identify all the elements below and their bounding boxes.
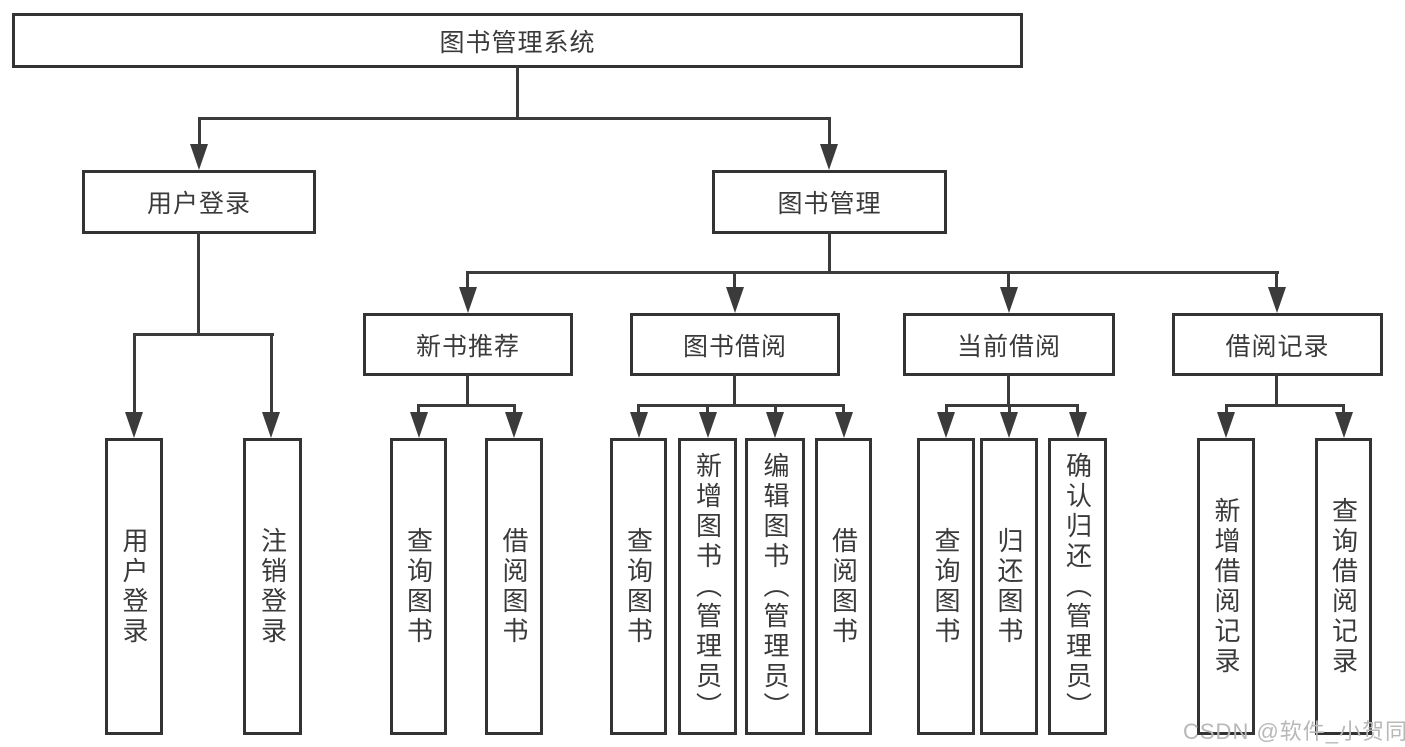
connector-line <box>637 404 640 414</box>
connector-line <box>197 232 200 336</box>
leaf-user-login: 用户登录 <box>105 438 163 735</box>
arrow-down-icon <box>262 412 280 438</box>
connector-line <box>467 271 1279 274</box>
leaf-borrow-books: 借阅图书 <box>815 438 872 735</box>
connector-line <box>637 404 845 407</box>
leaf-confirm-return-admin: 确认归还（管理员） <box>1048 438 1107 735</box>
leaf-return-book: 归还图书 <box>980 438 1038 735</box>
arrow-down-icon <box>190 144 208 170</box>
connector-line <box>417 404 516 407</box>
arrow-down-icon <box>937 412 955 438</box>
leaf-logout: 注销登录 <box>243 438 302 735</box>
arrow-down-icon <box>125 412 143 438</box>
leaf-query-books-recommend: 查询图书 <box>390 438 447 735</box>
node-user-login: 用户登录 <box>82 170 316 234</box>
arrow-down-icon <box>1335 412 1353 438</box>
node-book-borrowing: 图书借阅 <box>630 313 840 376</box>
connector-line <box>1007 374 1010 407</box>
arrow-down-icon <box>1000 287 1018 313</box>
arrow-down-icon <box>766 412 784 438</box>
connector-line <box>774 404 777 414</box>
node-borrowing-records: 借阅记录 <box>1172 313 1383 376</box>
leaf-edit-book-admin: 编辑图书（管理员） <box>745 438 805 735</box>
connector-line <box>842 404 845 414</box>
connector-line <box>1007 271 1010 290</box>
connector-line <box>706 404 709 414</box>
arrow-down-icon <box>835 412 853 438</box>
connector-line <box>1008 404 1011 414</box>
watermark: CSDN @软件_小贺同学 <box>1183 719 1405 744</box>
connector-line <box>733 374 736 407</box>
connector-line <box>1225 404 1228 414</box>
arrow-down-icon <box>820 144 838 170</box>
connector-line <box>945 404 948 414</box>
leaf-add-borrow-record: 新增借阅记录 <box>1197 438 1255 735</box>
node-book-management: 图书管理 <box>712 170 947 234</box>
arrow-down-icon <box>410 412 428 438</box>
connector-line <box>1076 404 1079 414</box>
arrow-down-icon <box>1069 412 1087 438</box>
arrow-down-icon <box>630 412 648 438</box>
connector-line <box>198 117 201 150</box>
arrow-down-icon <box>699 412 717 438</box>
connector-line <box>466 374 469 407</box>
leaf-add-book-admin: 新增图书（管理员） <box>678 438 737 735</box>
leaf-query-books-borrowing: 查询图书 <box>610 438 667 735</box>
arrow-down-icon <box>505 412 523 438</box>
connector-line <box>466 271 469 290</box>
connector-line <box>133 333 274 336</box>
connector-line <box>828 117 831 150</box>
node-library-management-system: 图书管理系统 <box>12 13 1023 68</box>
arrow-down-icon <box>1000 412 1018 438</box>
arrow-down-icon <box>726 287 744 313</box>
arrow-down-icon <box>1268 287 1286 313</box>
leaf-query-books-current: 查询图书 <box>917 438 975 735</box>
connector-line <box>828 232 831 274</box>
node-new-book-recommendation: 新书推荐 <box>363 313 573 376</box>
arrow-down-icon <box>1217 412 1235 438</box>
leaf-borrow-books-recommend: 借阅图书 <box>485 438 543 735</box>
connector-line <box>133 333 136 415</box>
connector-line <box>513 404 516 414</box>
connector-line <box>516 66 519 120</box>
connector-line <box>945 404 1079 407</box>
connector-line <box>733 271 736 290</box>
node-current-borrowing: 当前借阅 <box>903 313 1115 376</box>
arrow-down-icon <box>459 287 477 313</box>
connector-line <box>198 117 831 120</box>
connector-line <box>270 333 273 415</box>
connector-line <box>1342 404 1345 414</box>
connector-line <box>1275 374 1278 407</box>
connector-line <box>1275 271 1278 290</box>
leaf-query-borrow-record: 查询借阅记录 <box>1315 438 1372 735</box>
connector-line <box>1225 404 1345 407</box>
connector-line <box>417 404 420 414</box>
